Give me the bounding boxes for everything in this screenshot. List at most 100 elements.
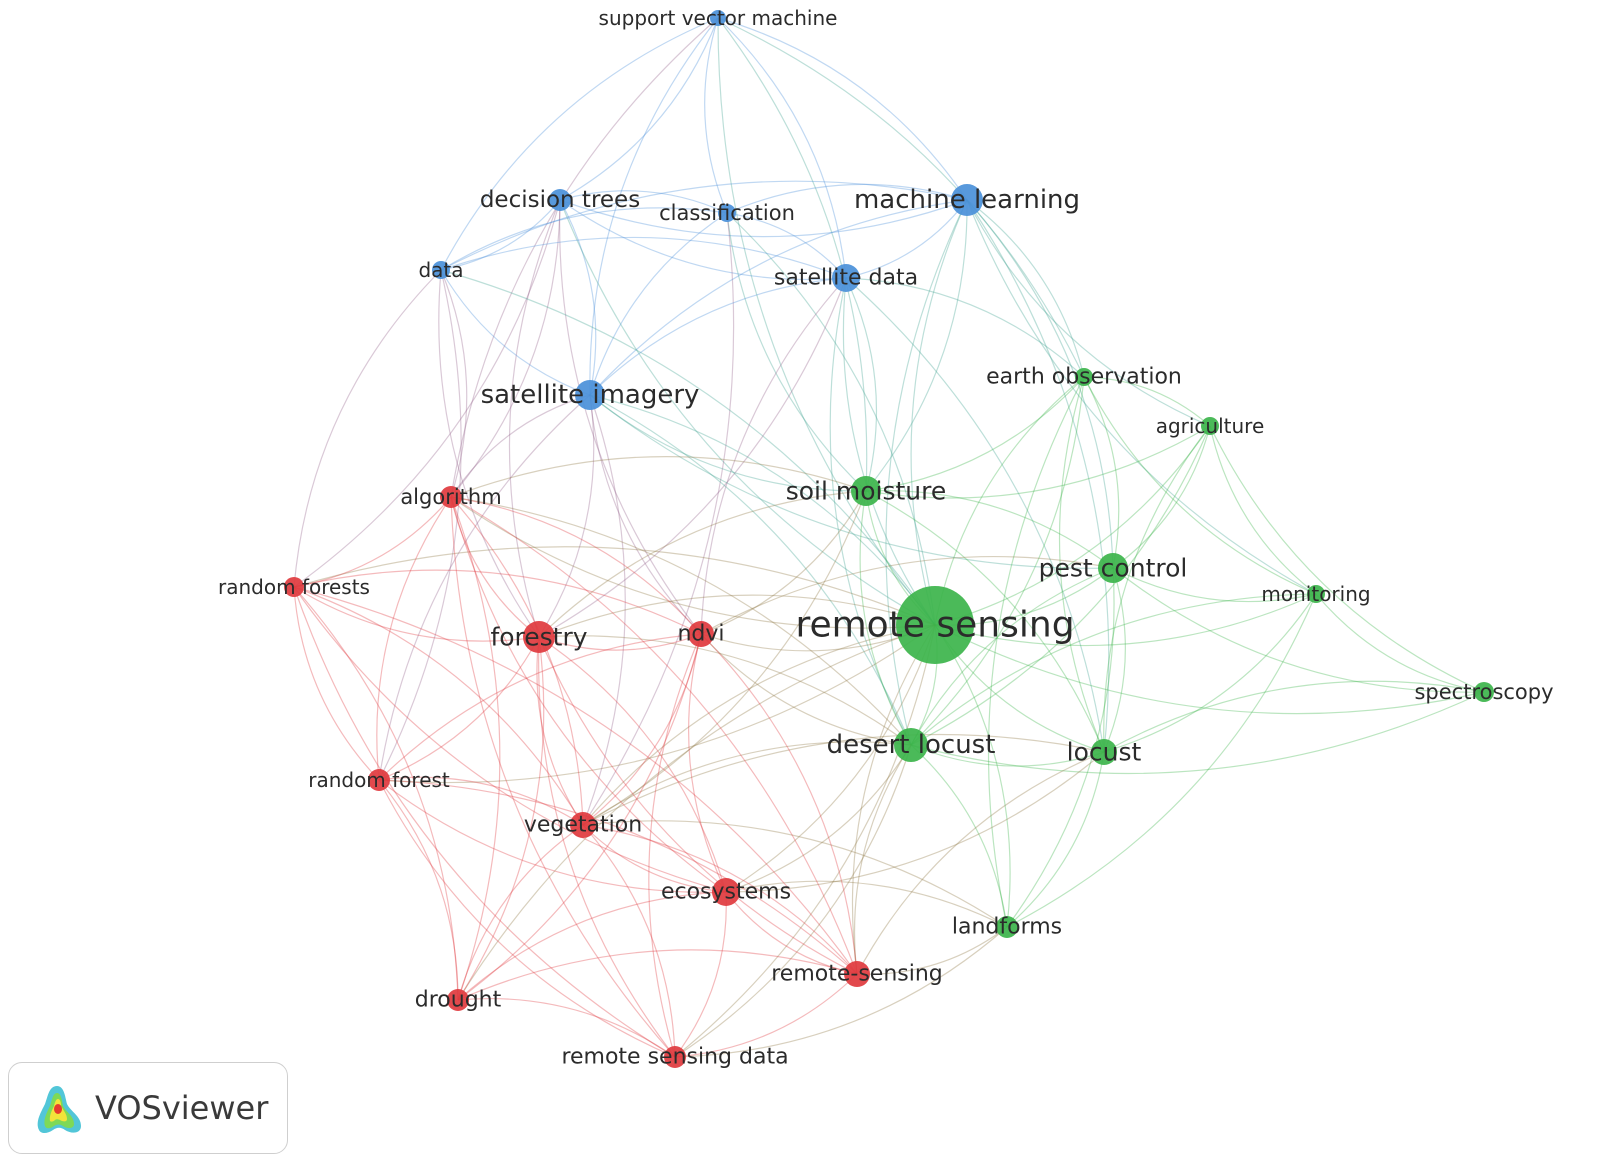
- link-for-eco: [538, 636, 727, 893]
- edge-layer: [293, 17, 1485, 1058]
- link-cls-veg: [582, 212, 735, 826]
- link-sm-for: [538, 490, 867, 638]
- link-eo-pc: [1083, 376, 1120, 569]
- node-eco[interactable]: [712, 878, 740, 906]
- link-rsh-dr: [457, 949, 858, 1001]
- link-loc-veg: [582, 733, 1105, 826]
- node-label-data[interactable]: data: [418, 258, 463, 282]
- node-for[interactable]: [523, 621, 555, 653]
- node-label-agri[interactable]: agriculture: [1156, 414, 1265, 438]
- node-label-dl[interactable]: desert locust: [827, 730, 996, 760]
- node-label-ml[interactable]: machine learning: [854, 185, 1080, 215]
- link-cls-ml: [726, 183, 968, 214]
- link-alg-for: [450, 496, 540, 638]
- link-for-rsd: [538, 636, 676, 1058]
- node-label-loc[interactable]: locust: [1067, 738, 1142, 767]
- node-agri[interactable]: [1201, 417, 1219, 435]
- node-label-rs[interactable]: remote sensing: [795, 605, 1074, 646]
- link-dt-alg: [450, 199, 561, 498]
- link-ml-loc: [966, 199, 1110, 753]
- node-spec[interactable]: [1474, 682, 1494, 702]
- node-label-svm[interactable]: support vector machine: [599, 6, 838, 30]
- node-label-pc[interactable]: pest control: [1039, 554, 1188, 583]
- node-pc[interactable]: [1098, 553, 1128, 583]
- node-svm[interactable]: [710, 10, 726, 26]
- link-alg-rsh: [450, 496, 858, 975]
- link-svm-sd: [717, 17, 847, 279]
- link-rf-rsd: [378, 779, 676, 1058]
- node-mon[interactable]: [1307, 585, 1325, 603]
- link-ndvi-dr: [457, 633, 702, 1001]
- node-label-for[interactable]: forestry: [490, 623, 587, 652]
- node-label-sd[interactable]: satellite data: [774, 266, 918, 291]
- node-alg[interactable]: [440, 486, 462, 508]
- node-rf[interactable]: [368, 769, 390, 791]
- node-label-dr[interactable]: drought: [415, 988, 502, 1013]
- node-label-mon[interactable]: monitoring: [1261, 582, 1370, 606]
- link-ndvi-eco: [688, 633, 727, 893]
- link-eo-loc: [1058, 376, 1105, 753]
- node-label-rf[interactable]: random forest: [308, 768, 450, 792]
- link-rs-for: [538, 594, 936, 638]
- node-veg[interactable]: [570, 812, 596, 838]
- node-dl[interactable]: [894, 728, 928, 762]
- link-data-rfs: [293, 269, 442, 588]
- node-cls[interactable]: [718, 204, 736, 222]
- node-land[interactable]: [996, 916, 1018, 938]
- node-loc[interactable]: [1091, 739, 1117, 765]
- link-ml-sm: [865, 199, 968, 492]
- node-label-rsd[interactable]: remote sensing data: [561, 1045, 788, 1070]
- node-sm[interactable]: [851, 476, 881, 506]
- link-rf-rsh: [378, 779, 858, 975]
- node-label-rsh[interactable]: remote-sensing: [771, 962, 943, 987]
- node-rsh[interactable]: [844, 961, 870, 987]
- node-si[interactable]: [575, 380, 605, 410]
- node-sd[interactable]: [832, 264, 860, 292]
- link-rf-eco: [378, 779, 727, 893]
- node-label-alg[interactable]: algorithm: [400, 485, 501, 509]
- link-si-alg: [450, 394, 591, 498]
- link-svm-alg: [450, 17, 719, 498]
- node-label-si[interactable]: satellite imagery: [481, 380, 700, 410]
- link-for-rsh: [538, 636, 858, 975]
- link-rfs-ndvi: [293, 569, 702, 635]
- node-dr[interactable]: [447, 989, 469, 1011]
- node-label-veg[interactable]: vegetation: [524, 813, 642, 838]
- link-ml-pc: [966, 199, 1114, 569]
- link-loc-land: [1006, 751, 1105, 928]
- node-label-rfs[interactable]: random forests: [218, 575, 370, 599]
- link-ndvi-veg: [582, 633, 702, 826]
- node-label-sm[interactable]: soil moisture: [786, 477, 947, 506]
- node-label-eo[interactable]: earth observation: [986, 365, 1182, 390]
- link-sm-loc: [865, 490, 1105, 753]
- node-rsd[interactable]: [664, 1046, 686, 1068]
- link-pc-dl: [910, 567, 1114, 746]
- link-ml-agri: [966, 199, 1211, 427]
- link-dl-for: [538, 635, 912, 746]
- link-land-veg: [582, 820, 1008, 928]
- node-dt[interactable]: [549, 189, 571, 211]
- node-ml[interactable]: [951, 184, 983, 216]
- node-label-dt[interactable]: decision trees: [480, 187, 640, 213]
- node-data[interactable]: [432, 261, 450, 279]
- link-pc-ndvi: [700, 555, 1114, 635]
- node-label-ndvi[interactable]: ndvi: [677, 622, 724, 647]
- node-label-spec[interactable]: spectroscopy: [1414, 680, 1553, 704]
- node-label-land[interactable]: landforms: [952, 915, 1062, 940]
- link-rs-alg: [450, 496, 936, 629]
- node-rs[interactable]: [896, 586, 974, 664]
- link-rfs-rsh: [293, 586, 858, 975]
- link-rfs-rsd: [293, 586, 676, 1058]
- node-label-cls[interactable]: classification: [659, 201, 795, 225]
- node-eo[interactable]: [1075, 368, 1093, 386]
- link-eo-sm: [865, 376, 1085, 492]
- link-ml-mon: [966, 199, 1317, 595]
- node-label-eco[interactable]: ecosystems: [661, 880, 791, 905]
- link-land-eco: [725, 880, 1008, 928]
- link-loc-rsh: [856, 751, 1105, 975]
- link-agri-sm: [865, 425, 1211, 499]
- link-rfs-for: [293, 586, 540, 642]
- node-rfs[interactable]: [284, 577, 304, 597]
- link-alg-rf: [376, 496, 452, 781]
- node-ndvi[interactable]: [688, 621, 714, 647]
